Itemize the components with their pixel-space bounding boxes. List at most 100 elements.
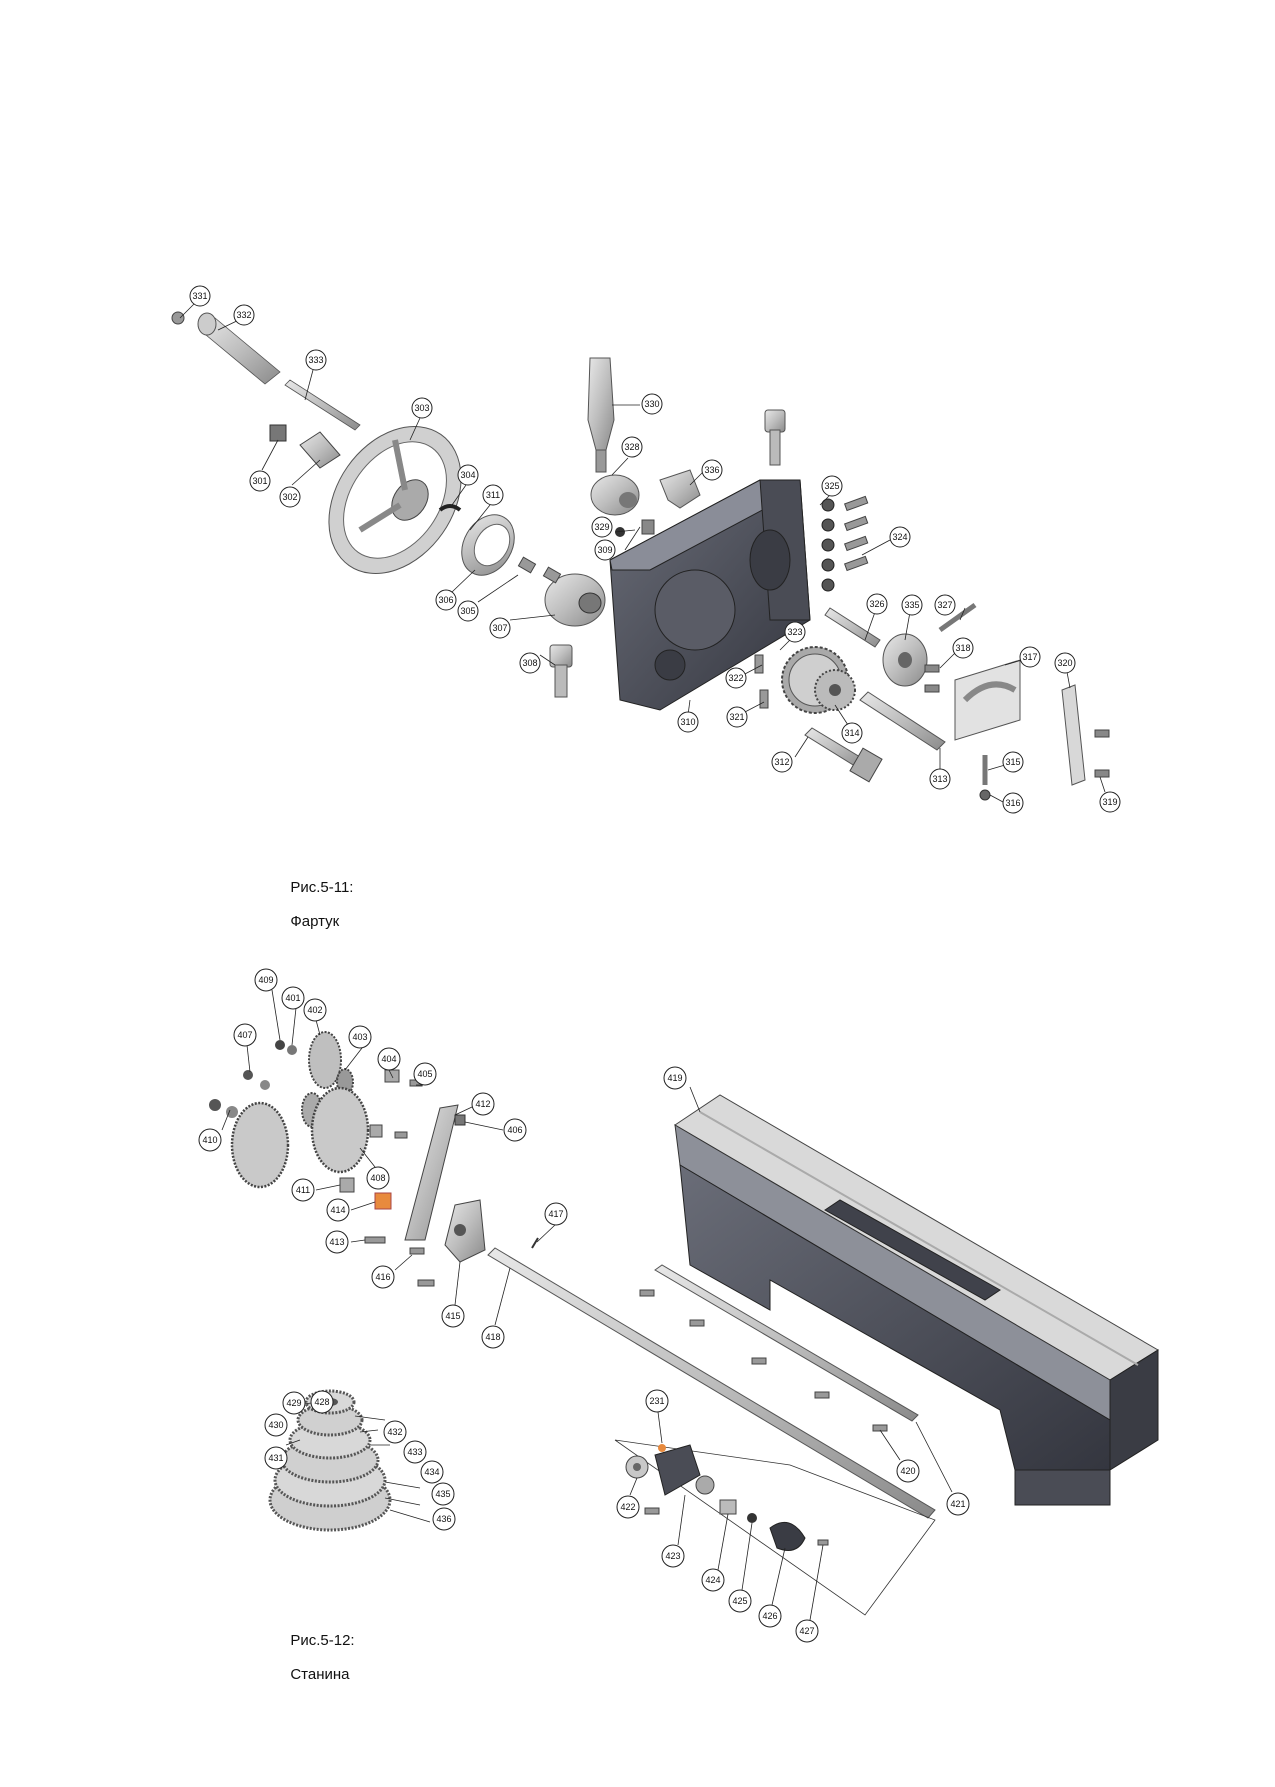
svg-text:318: 318 [955, 643, 970, 653]
callout-424: 424 [701, 1568, 725, 1592]
change-gears-group [209, 1031, 486, 1287]
callout-430: 430 [264, 1413, 288, 1437]
leadscrew-bracket-group [614, 1439, 936, 1616]
part-309-bushing [641, 519, 655, 535]
callout-316: 316 [1002, 792, 1024, 814]
svg-text:231: 231 [649, 1396, 664, 1406]
callouts-fig2: 409 401 402 407 403 404 405 412 406 410 … [198, 968, 970, 1643]
svg-text:403: 403 [352, 1032, 367, 1042]
callout-412: 412 [471, 1092, 495, 1116]
svg-text:328: 328 [624, 442, 639, 452]
callout-435: 435 [431, 1482, 455, 1506]
callout-310: 310 [677, 711, 699, 733]
apron-diagram: 331 332 333 303 301 302 304 311 306 305 … [171, 285, 1121, 814]
svg-text:301: 301 [252, 476, 267, 486]
callout-323: 323 [784, 621, 806, 643]
svg-text:306: 306 [438, 595, 453, 605]
callout-427: 427 [795, 1619, 819, 1643]
part-326-pin [824, 607, 881, 648]
svg-text:424: 424 [705, 1575, 720, 1585]
svg-text:420: 420 [900, 1466, 915, 1476]
svg-text:314: 314 [844, 728, 859, 738]
svg-text:302: 302 [282, 492, 297, 502]
part-336-lever [659, 469, 701, 509]
svg-text:310: 310 [680, 717, 695, 727]
svg-text:417: 417 [548, 1209, 563, 1219]
callout-335: 335 [901, 594, 923, 616]
part-308-bolt [549, 644, 573, 698]
callout-423: 423 [661, 1544, 685, 1568]
svg-text:305: 305 [460, 606, 475, 616]
callout-302: 302 [279, 486, 301, 508]
svg-text:430: 430 [268, 1420, 283, 1430]
svg-text:329: 329 [594, 522, 609, 532]
svg-text:405: 405 [417, 1069, 432, 1079]
part-330-handle [587, 357, 615, 473]
callout-428: 428 [310, 1390, 334, 1414]
callout-410: 410 [198, 1128, 222, 1152]
callout-401: 401 [281, 986, 305, 1010]
callout-305: 305 [457, 600, 479, 622]
callout-304: 304 [457, 464, 479, 486]
callout-311: 311 [482, 484, 504, 506]
callout-402: 402 [303, 998, 327, 1022]
gear-410-large [230, 1101, 290, 1189]
callout-429: 429 [282, 1391, 306, 1415]
callout-327: 327 [934, 594, 956, 616]
svg-text:303: 303 [414, 403, 429, 413]
callout-328: 328 [621, 436, 643, 458]
callout-306: 306 [435, 589, 457, 611]
part-327-pin [938, 602, 977, 633]
callout-333: 333 [305, 349, 327, 371]
callout-409: 409 [254, 968, 278, 992]
part-412-banjo [404, 1104, 459, 1241]
svg-text:332: 332 [236, 310, 251, 320]
callout-403: 403 [348, 1025, 372, 1049]
callout-433: 433 [403, 1440, 427, 1464]
callout-331: 331 [189, 285, 211, 307]
callout-324: 324 [889, 526, 911, 548]
svg-text:308: 308 [522, 658, 537, 668]
svg-text:404: 404 [381, 1054, 396, 1064]
svg-text:422: 422 [620, 1502, 635, 1512]
callout-326: 326 [866, 593, 888, 615]
svg-text:425: 425 [732, 1596, 747, 1606]
svg-text:317: 317 [1022, 652, 1037, 662]
figure-2-caption: Рис.5-12: Станина [282, 1615, 354, 1683]
svg-text:312: 312 [774, 757, 789, 767]
svg-text:309: 309 [597, 545, 612, 555]
svg-text:412: 412 [475, 1099, 490, 1109]
svg-text:414: 414 [330, 1205, 345, 1215]
svg-text:331: 331 [192, 291, 207, 301]
svg-text:421: 421 [950, 1499, 965, 1509]
callout-425: 425 [728, 1589, 752, 1613]
svg-text:325: 325 [824, 481, 839, 491]
svg-text:419: 419 [667, 1073, 682, 1083]
svg-text:402: 402 [307, 1005, 322, 1015]
callout-422: 422 [616, 1495, 640, 1519]
svg-text:432: 432 [387, 1427, 402, 1437]
svg-text:406: 406 [507, 1125, 522, 1135]
callout-434: 434 [420, 1460, 444, 1484]
part-307-flange [544, 573, 606, 627]
callout-301: 301 [249, 470, 271, 492]
svg-text:335: 335 [904, 600, 919, 610]
callout-431: 431 [264, 1446, 288, 1470]
svg-text:428: 428 [314, 1397, 329, 1407]
svg-text:316: 316 [1005, 798, 1020, 808]
callout-303: 303 [411, 397, 433, 419]
part-421-rack [654, 1264, 919, 1422]
part-303-handwheel [328, 426, 462, 574]
callout-407: 407 [233, 1023, 257, 1047]
svg-text:435: 435 [435, 1489, 450, 1499]
callout-336: 336 [701, 459, 723, 481]
part-321-spring [759, 689, 769, 709]
svg-text:436: 436 [436, 1514, 451, 1524]
callout-319: 319 [1099, 791, 1121, 813]
callout-309: 309 [594, 539, 616, 561]
svg-text:307: 307 [492, 623, 507, 633]
callout-307: 307 [489, 617, 511, 639]
part-332-sleeve [197, 312, 281, 385]
callout-325: 325 [821, 475, 843, 497]
